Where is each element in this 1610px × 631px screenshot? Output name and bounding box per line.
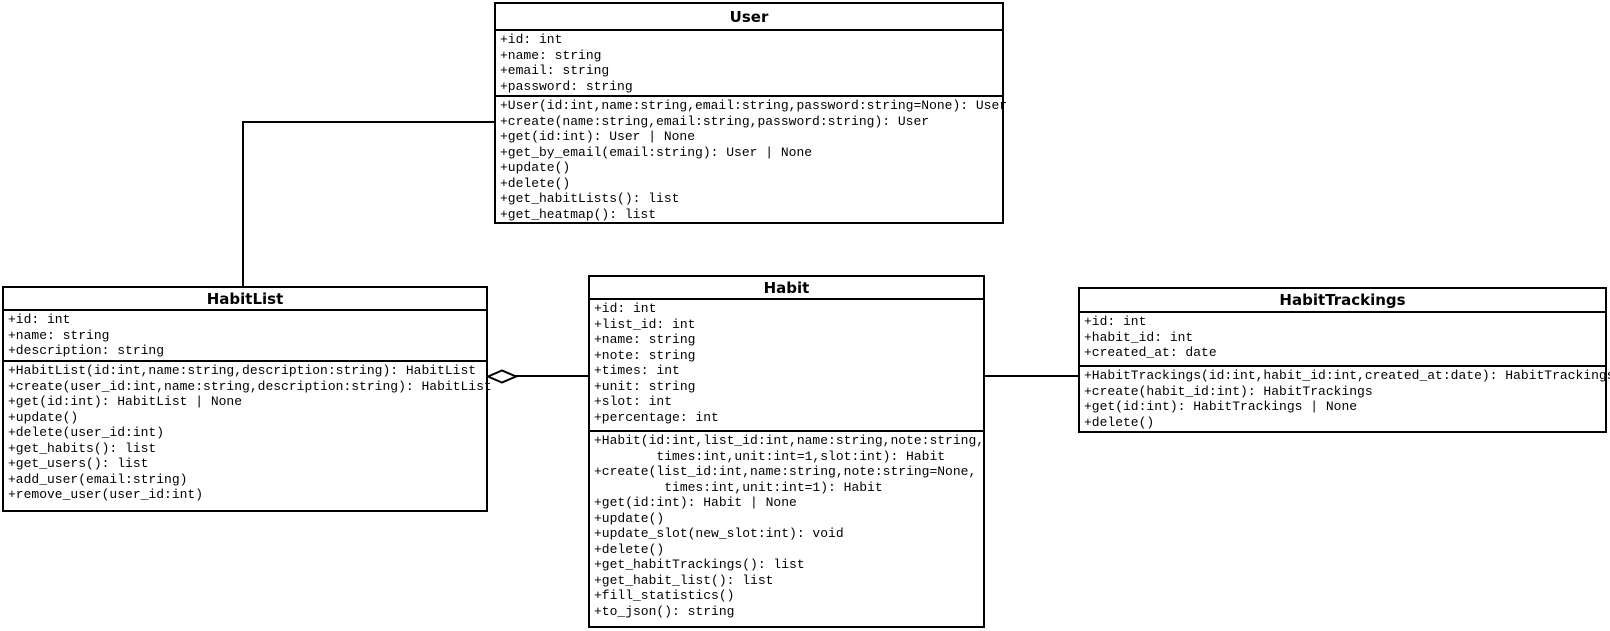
attributes-section: +id: int+name: string+description: strin… bbox=[4, 311, 486, 362]
aggregation-diamond-icon bbox=[485, 369, 519, 384]
association-line-user-habitlist-horizontal bbox=[242, 121, 494, 123]
member-line: +delete() bbox=[500, 175, 571, 191]
member-line: +get(id:int): Habit | None bbox=[594, 495, 797, 510]
member-line: +get_by_email(email:string): User | None bbox=[500, 144, 813, 160]
member-line: +note: string bbox=[594, 347, 696, 363]
member-line: +id: int bbox=[8, 312, 71, 327]
member-line: +create(name:string,email:string,passwor… bbox=[500, 113, 930, 129]
member-line: +times: int bbox=[594, 363, 680, 378]
attributes-section: +id: int+list_id: int+name: string+note:… bbox=[590, 300, 983, 432]
member-line: +update() bbox=[8, 409, 79, 425]
member-line: +update() bbox=[500, 160, 571, 175]
class-title: Habit bbox=[590, 277, 983, 300]
association-line-habit-habittrackings bbox=[985, 375, 1078, 377]
member-line: +get_habitLists(): list bbox=[500, 191, 680, 206]
member-line: +id: int bbox=[594, 301, 657, 316]
class-title: User bbox=[496, 4, 1002, 31]
member-line: times:int,unit:int=1): Habit bbox=[594, 479, 883, 495]
member-line: +id: int bbox=[500, 32, 563, 47]
class-box-habittrackings: HabitTrackings +id: int+habit_id: int+cr… bbox=[1078, 287, 1610, 433]
class-title: HabitTrackings bbox=[1080, 289, 1605, 313]
member-line: +get(id:int): HabitList | None bbox=[8, 394, 243, 409]
member-line: +id: int bbox=[1084, 314, 1147, 329]
member-line: +create(user_id:int,name:string,descript… bbox=[8, 378, 492, 394]
member-line: +name: string bbox=[594, 332, 696, 347]
methods-section: +HabitTrackings(id:int,habit_id:int,crea… bbox=[1080, 367, 1610, 431]
member-line: +list_id: int bbox=[594, 316, 696, 332]
methods-section: +HabitList(id:int,name:string,descriptio… bbox=[4, 362, 492, 510]
member-line: +delete() bbox=[594, 541, 665, 557]
aggregation-line-habitlist-habit bbox=[514, 375, 588, 377]
member-line: +add_user(email:string) bbox=[8, 471, 188, 487]
member-line: +update() bbox=[594, 510, 665, 526]
member-line: +to_json(): string bbox=[594, 603, 735, 619]
member-line: +create(list_id:int,name:string,note:str… bbox=[594, 464, 977, 479]
attributes-section: +id: int+habit_id: int+created_at: date bbox=[1080, 313, 1605, 367]
member-line: +get(id:int): HabitTrackings | None bbox=[1084, 399, 1358, 414]
methods-section: +Habit(id:int,list_id:int,name:string,no… bbox=[590, 432, 985, 626]
methods-section: +User(id:int,name:string,email:string,pa… bbox=[496, 97, 1008, 222]
member-line: +HabitTrackings(id:int,habit_id:int,crea… bbox=[1084, 368, 1610, 383]
member-line: +get_habit_list(): list bbox=[594, 572, 774, 588]
class-box-habit: Habit +id: int+list_id: int+name: string… bbox=[588, 275, 985, 628]
member-line: +delete() bbox=[1084, 414, 1155, 430]
member-line: +unit: string bbox=[594, 378, 696, 394]
member-line: +create(habit_id:int): HabitTrackings bbox=[1084, 383, 1373, 399]
association-line-user-habitlist-vertical bbox=[242, 121, 244, 288]
member-line: +slot: int bbox=[594, 394, 673, 409]
member-line: +get_habitTrackings(): list bbox=[594, 557, 805, 572]
member-line: +password: string bbox=[500, 78, 633, 94]
member-line: +get_habits(): list bbox=[8, 440, 157, 456]
member-line: +email: string bbox=[500, 63, 610, 78]
member-line: +get_users(): list bbox=[8, 456, 149, 471]
member-line: +remove_user(user_id:int) bbox=[8, 487, 204, 502]
member-line: +get(id:int): User | None bbox=[500, 129, 696, 144]
member-line: +get_heatmap(): list bbox=[500, 206, 657, 222]
member-line: +created_at: date bbox=[1084, 345, 1217, 360]
member-line: +percentage: int bbox=[594, 409, 719, 425]
member-line: +name: string bbox=[500, 47, 602, 63]
member-line: +update_slot(new_slot:int): void bbox=[594, 526, 844, 541]
class-box-user: User +id: int+name: string+email: string… bbox=[494, 2, 1008, 224]
class-box-habitlist: HabitList +id: int+name: string+descript… bbox=[2, 286, 492, 512]
member-line: +Habit(id:int,list_id:int,name:string,no… bbox=[594, 433, 985, 448]
member-line: +description: string bbox=[8, 343, 165, 358]
member-line: +habit_id: int bbox=[1084, 329, 1194, 345]
attributes-section: +id: int+name: string+email: string+pass… bbox=[496, 31, 1002, 97]
member-line: +HabitList(id:int,name:string,descriptio… bbox=[8, 363, 477, 378]
member-line: times:int,unit:int=1,slot:int): Habit bbox=[594, 448, 946, 464]
member-line: +fill_statistics() bbox=[594, 588, 735, 603]
class-title: HabitList bbox=[4, 288, 486, 311]
member-line: +User(id:int,name:string,email:string,pa… bbox=[500, 98, 1008, 113]
member-line: +delete(user_id:int) bbox=[8, 425, 165, 440]
member-line: +name: string bbox=[8, 327, 110, 343]
